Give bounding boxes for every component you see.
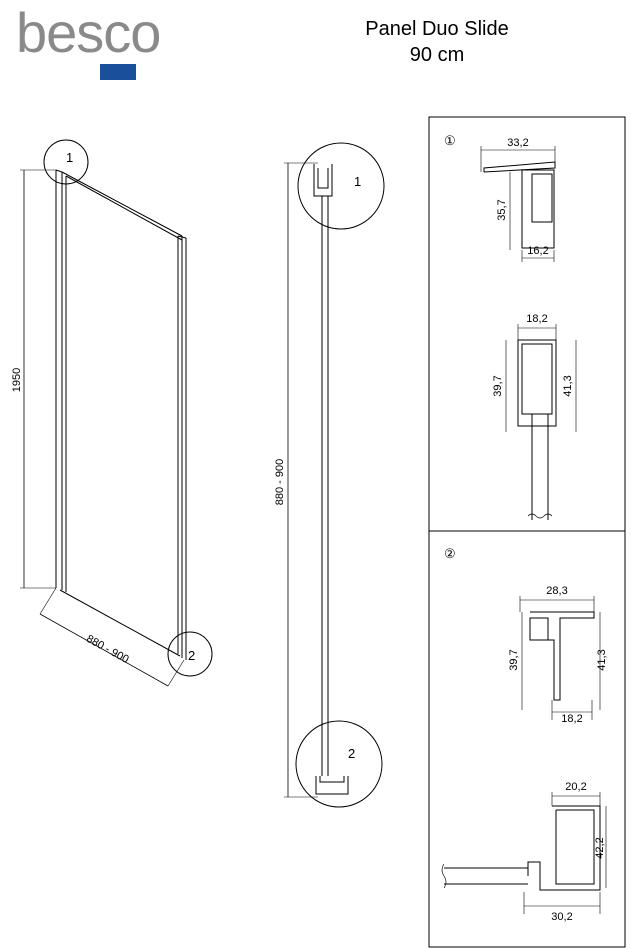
side-view-panel: [284, 142, 385, 808]
product-name: Panel Duo Slide: [365, 18, 509, 40]
detail-2-bottom-profile: [441, 792, 607, 914]
detail-2-top-bottom-width: 18,2: [561, 713, 582, 725]
product-title: Panel Duo Slide 90 cm: [322, 16, 552, 68]
detail-1-mid-profile: [505, 324, 577, 520]
detail-1-marker: ①: [444, 133, 456, 148]
detail-1-bottom-width: 16,2: [527, 245, 548, 257]
detail-1-mid-right-height: 41,3: [562, 375, 574, 396]
detail-1-mid-left-height: 39,7: [492, 375, 504, 396]
detail-2-top-width: 28,3: [546, 585, 567, 597]
perspective-panel: [20, 139, 213, 687]
detail-1-mid-width: 18,2: [526, 313, 547, 325]
product-size: 90 cm: [409, 44, 465, 66]
besco-logo: besco: [16, 1, 216, 80]
detail-2-bottom-right-height: 42,2: [594, 837, 606, 858]
detail-2-right-height: 41,3: [596, 649, 608, 670]
perspective-height-label: 1950: [11, 368, 23, 392]
detail-2-bottom-top-width: 20,2: [565, 781, 586, 793]
detail-2-top-profile: [519, 596, 601, 720]
side-callout-2: 2: [348, 746, 355, 761]
detail-1-top-height: 35,7: [496, 199, 508, 220]
perspective-callout-1: 1: [66, 150, 73, 165]
detail-2-marker: ②: [444, 546, 456, 561]
detail-2-left-height: 39,7: [508, 649, 520, 670]
detail-2-bottom-width: 30,2: [551, 911, 572, 923]
side-height-label: 880 - 900: [274, 459, 286, 505]
side-callout-1: 1: [354, 174, 361, 189]
detail-1-top-profile: [480, 146, 556, 262]
logo-wordmark: besco: [16, 1, 161, 64]
perspective-width-label: 880 - 900: [84, 633, 130, 666]
detail-1-top-width: 33,2: [507, 137, 528, 149]
logo-blue-square: [100, 64, 136, 80]
perspective-callout-2: 2: [188, 648, 195, 663]
